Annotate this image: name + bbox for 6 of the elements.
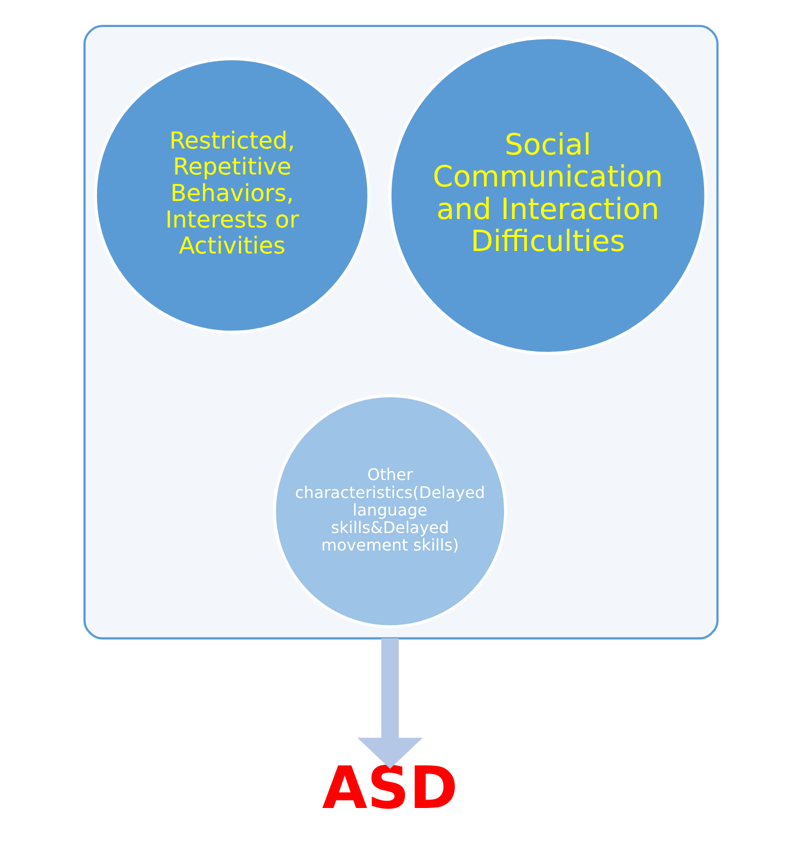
cluster bbox=[82, 24, 718, 640]
node-circle: Social Communication and Interaction Difficulties bbox=[388, 36, 707, 355]
node-circle: Restricted, Repetitive Behaviors, Interests or Activities bbox=[94, 57, 370, 334]
node-text: ASD bbox=[322, 754, 458, 822]
arrow bbox=[356, 638, 422, 769]
node-circle: Other characteristics(Delayed language skills&Delayed movement skills) bbox=[272, 394, 506, 628]
